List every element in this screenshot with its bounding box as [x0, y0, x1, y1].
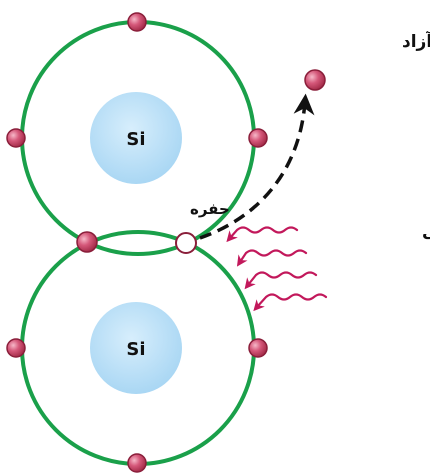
dashed-curved-arrow-icon — [199, 93, 315, 240]
top-nucleus-label: Si — [126, 129, 145, 150]
electron-dot-icon — [6, 338, 26, 358]
top-nucleus — [90, 92, 182, 184]
wavy-arrow-icon — [226, 226, 299, 243]
bottom-nucleus — [90, 302, 182, 394]
free-electron-dot-icon — [304, 69, 326, 91]
wavy-arrow-icon — [236, 249, 308, 267]
hole-label: حفره — [190, 200, 230, 218]
bottom-nucleus-label: Si — [126, 339, 145, 360]
electron-dot-icon — [127, 453, 147, 473]
wavy-arrow-icon — [253, 293, 328, 312]
thermal-waves — [226, 226, 328, 312]
electrons — [6, 12, 326, 473]
hole-circle-icon — [175, 232, 197, 254]
free-electron-label: الکترون آزاد — [402, 30, 430, 52]
electron-dot-icon — [127, 12, 147, 32]
wavy-arrow-icon — [244, 271, 318, 290]
electron-dot-icon — [6, 128, 26, 148]
electron-dot-icon — [248, 128, 268, 148]
electron-dot-icon — [76, 231, 98, 253]
thermal-energy-label: انرژی گرمایی — [422, 221, 430, 242]
electron-dot-icon — [248, 338, 268, 358]
